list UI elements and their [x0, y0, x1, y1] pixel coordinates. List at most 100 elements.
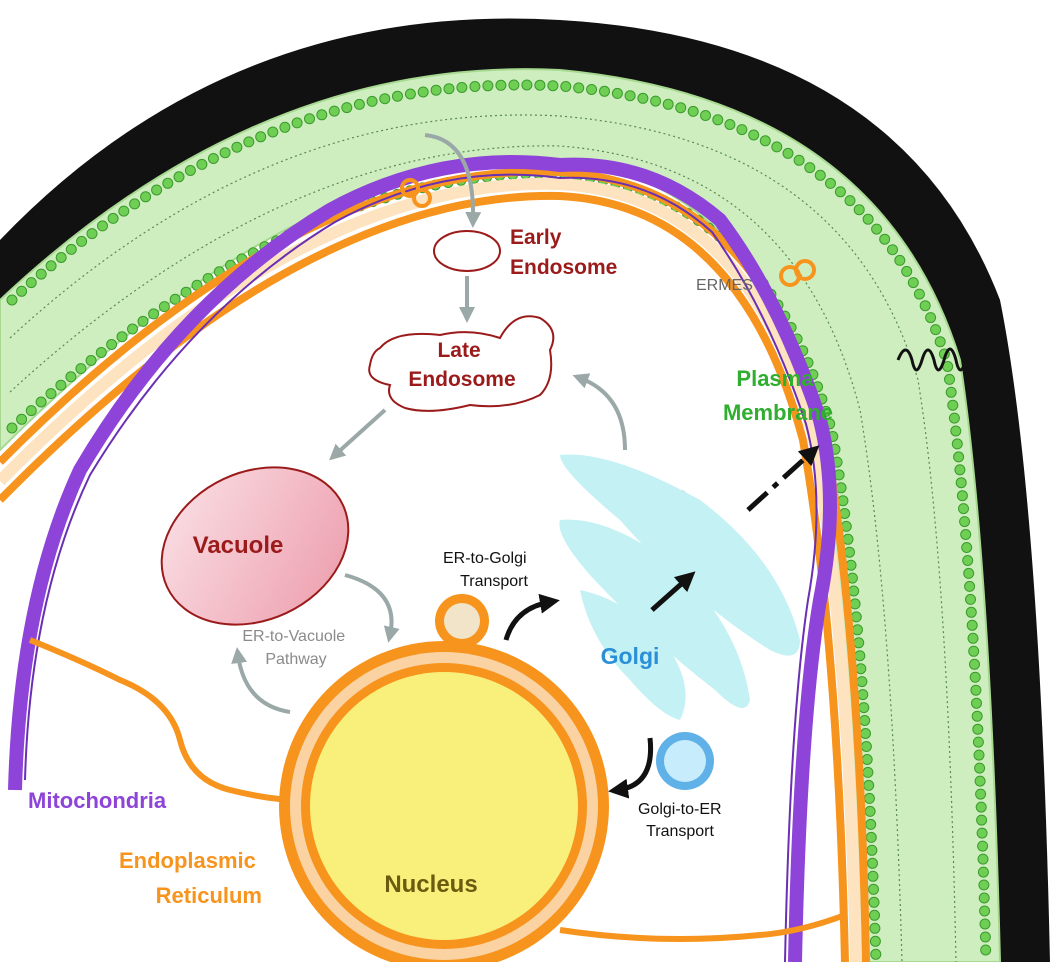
- lipid-head: [366, 95, 378, 107]
- lipid-head: [852, 624, 863, 636]
- arrow-membrane-to-early: [424, 133, 482, 228]
- lipid-head: [953, 451, 965, 463]
- lipid-head: [834, 186, 846, 198]
- lipid-head: [863, 779, 875, 791]
- label-er-to-vacuole: ER-to-Vacuole Pathway: [242, 628, 349, 668]
- lipid-head: [45, 260, 57, 272]
- lipid-head: [961, 542, 973, 553]
- lipid-head: [849, 598, 861, 610]
- lipid-head: [76, 235, 88, 247]
- lipid-head: [979, 931, 991, 943]
- lipid-head: [950, 425, 962, 437]
- lipid-head: [521, 79, 533, 91]
- lipid-head: [980, 944, 992, 956]
- lipid-head: [316, 109, 328, 121]
- lipid-head: [907, 277, 919, 289]
- mitochondria-band: [8, 155, 837, 962]
- lipid-head: [353, 98, 365, 110]
- label-golgi: Golgi: [601, 643, 660, 669]
- lipid-head: [196, 158, 208, 170]
- label-golgi-to-er: Golgi-to-ER Transport: [638, 801, 726, 840]
- lipid-head: [956, 490, 968, 502]
- label-mitochondria: Mitochondria: [28, 788, 167, 813]
- lipid-head: [469, 81, 481, 92]
- lipid-head: [860, 741, 872, 752]
- lipid-head: [969, 671, 981, 683]
- lipid-head: [945, 386, 957, 398]
- label-plasma-membrane: Plasma Membrane: [723, 366, 833, 425]
- lipid-head: [965, 593, 976, 605]
- lipid-head: [748, 129, 760, 141]
- lipid-head: [868, 896, 880, 908]
- lipid-head: [116, 331, 128, 343]
- late-endosome: [368, 315, 555, 412]
- lipid-head: [975, 801, 987, 813]
- lipid-head: [814, 169, 826, 181]
- lipid-head: [650, 95, 662, 107]
- membrane-tails-outer: [9, 114, 957, 962]
- lipid-head: [865, 818, 877, 830]
- lipid-head: [887, 244, 898, 256]
- lipid-head: [925, 312, 937, 324]
- lipid-head: [866, 844, 878, 856]
- lipid-head: [965, 606, 977, 618]
- lipid-head: [712, 114, 724, 126]
- lipid-head: [870, 948, 882, 960]
- lipid-head: [919, 300, 931, 312]
- er-to-golgi-vesicle: [435, 594, 489, 648]
- lipid-head: [560, 81, 572, 92]
- lipid-head: [148, 308, 160, 320]
- lipid-head: [55, 252, 67, 263]
- lipid-head: [968, 645, 980, 657]
- lipid-head: [867, 870, 879, 882]
- lipid-head: [970, 684, 982, 696]
- lipid-head: [75, 363, 87, 375]
- mitochondria-lip: [24, 173, 818, 962]
- er-cortical-fill: [0, 177, 862, 962]
- lipid-head: [844, 546, 855, 558]
- label-early-endosome: Early Endosome: [510, 226, 617, 279]
- membrane-tails-inner: [9, 145, 903, 962]
- lipid-head: [95, 347, 107, 358]
- lipid-head: [65, 371, 77, 383]
- lipid-head: [947, 399, 959, 411]
- lipid-head: [16, 285, 28, 297]
- lipid-head: [977, 853, 989, 865]
- lipid-head: [97, 220, 108, 232]
- lipid-head: [508, 79, 520, 91]
- lipid-head: [853, 204, 865, 216]
- lipid-head: [901, 265, 913, 277]
- lipid-head: [55, 379, 67, 391]
- lipid-head: [894, 254, 906, 266]
- lipid-head: [856, 676, 868, 688]
- lipid-head: [930, 324, 942, 336]
- lipid-head: [291, 117, 303, 129]
- lipid-head: [860, 728, 871, 739]
- lipid-head: [129, 198, 141, 210]
- lipid-head: [979, 905, 991, 917]
- lipid-head: [724, 119, 736, 130]
- lipid-head: [107, 212, 119, 224]
- label-vacuole: Vacuole: [193, 532, 284, 559]
- golgi-stack: [559, 454, 800, 720]
- lipid-head: [846, 572, 858, 584]
- lipid-head: [158, 301, 170, 313]
- lipid-head: [759, 135, 771, 147]
- lipid-head: [379, 93, 391, 105]
- lipid-head: [25, 277, 37, 289]
- lipid-head: [978, 879, 990, 891]
- lipid-head: [976, 827, 988, 839]
- lipid-head: [304, 113, 315, 125]
- label-late-endosome: Late Endosome: [408, 339, 515, 391]
- lipid-head: [978, 892, 990, 904]
- lipid-head: [977, 840, 989, 852]
- lipid-head: [967, 632, 979, 644]
- lipid-head: [863, 792, 875, 804]
- lipid-head: [853, 637, 865, 649]
- lipid-head: [859, 715, 871, 726]
- lipid-head: [279, 121, 291, 133]
- lipid-head: [341, 102, 353, 114]
- ermes-contact-right: [779, 259, 816, 287]
- lipid-head: [482, 80, 494, 92]
